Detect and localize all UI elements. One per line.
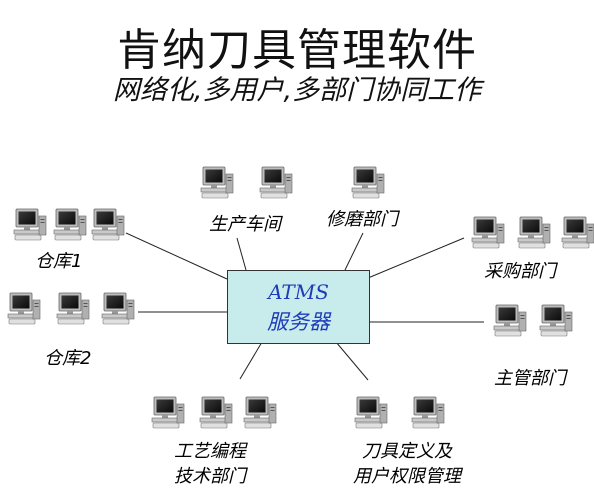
link-production xyxy=(236,237,247,271)
label-purchasing: 采购部门 xyxy=(484,261,556,282)
desktop-computer-icon xyxy=(410,396,446,430)
label-warehouse1: 仓库1 xyxy=(35,251,83,272)
desktop-computer-icon xyxy=(198,396,234,430)
link-process xyxy=(239,341,263,380)
label-tool-line1: 刀具定义及 xyxy=(362,441,452,462)
link-grinding xyxy=(344,232,364,271)
desktop-computer-icon xyxy=(55,292,91,326)
desktop-computer-icon xyxy=(353,396,389,430)
desktop-computer-icon xyxy=(350,166,386,200)
desktop-computer-icon xyxy=(242,396,278,430)
desktop-computer-icon xyxy=(12,208,48,242)
link-warehouse1 xyxy=(125,232,228,280)
desktop-computer-icon xyxy=(470,216,506,250)
label-production: 生产车间 xyxy=(209,214,281,235)
desktop-computer-icon xyxy=(492,304,528,338)
desktop-computer-icon xyxy=(560,216,594,250)
label-tool-line2: 用户权限管理 xyxy=(353,466,461,487)
desktop-computer-icon xyxy=(199,166,235,200)
desktop-computer-icon xyxy=(6,292,42,326)
server-name: ATMS xyxy=(268,280,329,304)
label-grinding: 修磨部门 xyxy=(326,209,398,230)
desktop-computer-icon xyxy=(100,292,136,326)
server-label: 服务器 xyxy=(267,310,330,334)
label-process-line2: 技术部门 xyxy=(174,466,246,487)
desktop-computer-icon xyxy=(258,166,294,200)
page-title: 肯纳刀具管理软件 xyxy=(117,25,477,76)
label-management: 主管部门 xyxy=(494,368,566,389)
desktop-computer-icon xyxy=(516,216,552,250)
desktop-computer-icon xyxy=(538,304,574,338)
label-process-line1: 工艺编程 xyxy=(174,441,246,462)
link-purchasing xyxy=(367,237,465,279)
link-tool xyxy=(335,341,369,381)
atms-server-box: ATMS 服务器 xyxy=(227,270,370,344)
desktop-computer-icon xyxy=(90,208,126,242)
label-warehouse2: 仓库2 xyxy=(44,348,92,369)
page-subtitle: 网络化,多用户,多部门协同工作 xyxy=(112,75,482,106)
desktop-computer-icon xyxy=(52,208,88,242)
desktop-computer-icon xyxy=(150,396,186,430)
